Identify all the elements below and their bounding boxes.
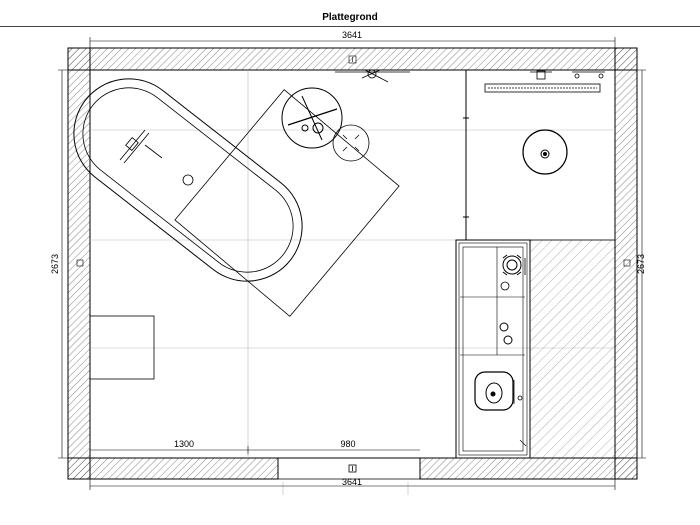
title-divider [0, 26, 700, 27]
wall-right [614, 47, 638, 480]
mirror-line [519, 439, 527, 447]
bathtub-icon [73, 78, 303, 282]
dim-bottom-width: 3641 [342, 477, 362, 487]
dimension-lines [58, 37, 646, 490]
dim-right-height: 2673 [636, 254, 646, 274]
vanity-cabinet-icon [455, 239, 531, 459]
dim-top-width: 3641 [342, 30, 362, 40]
wall-bottom-right [419, 457, 638, 480]
bath-faucet-icon [119, 129, 163, 164]
dim-segment-door: 980 [340, 439, 355, 449]
door [277, 457, 421, 480]
wall-bottom-left [67, 457, 279, 480]
shower-head-icon [530, 70, 605, 80]
socket-icon [76, 259, 84, 267]
bench [89, 315, 155, 380]
shower-drain-icon [484, 83, 601, 93]
round-washbasin-icon [522, 129, 568, 175]
walls [67, 47, 638, 480]
wall-fixture-icon [335, 69, 410, 83]
bath-mat [174, 89, 400, 317]
shower-partition [463, 70, 469, 240]
page-title: Plattegrond [322, 12, 378, 23]
door-icon [348, 464, 357, 473]
socket-icon [623, 259, 631, 267]
dim-left-height: 2673 [50, 254, 60, 274]
dim-segment-left: 1300 [174, 439, 194, 449]
tap-icon [502, 254, 522, 276]
toilet-icon [474, 371, 523, 411]
storage-cabinet [529, 239, 616, 459]
ceiling-light-icon [281, 87, 370, 162]
socket-icon [348, 55, 357, 64]
wall-left [67, 47, 91, 480]
